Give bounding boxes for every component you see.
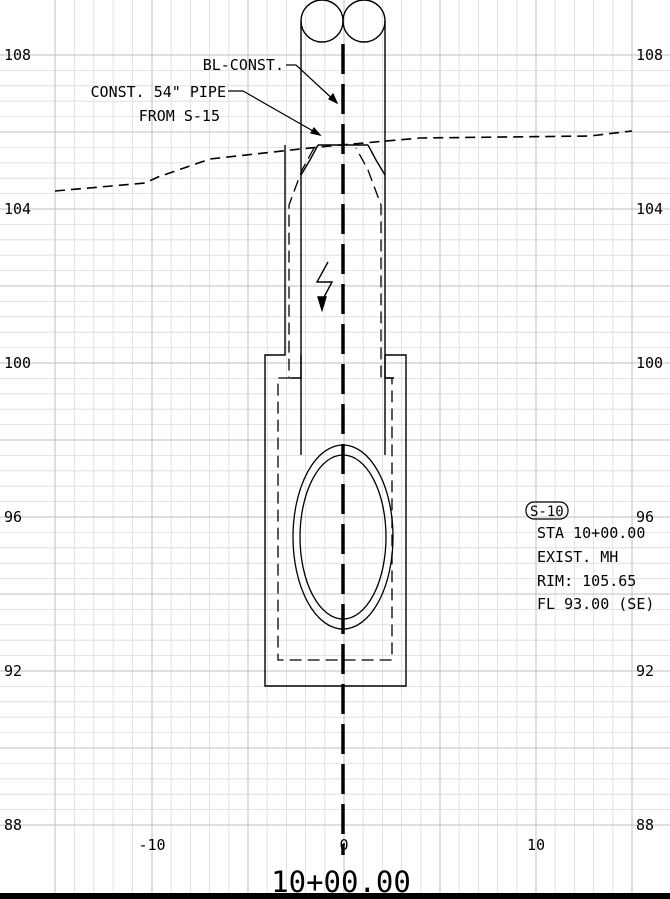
manhole-top-circle-left: [300, 0, 344, 43]
flow-direction-arrow-icon: [315, 261, 334, 313]
structure-station: STA 10+00.00: [537, 524, 645, 542]
manhole-base-outline: [264, 145, 407, 687]
baseline-callout: BL-CONST.: [203, 56, 284, 74]
structure-id-box: [525, 501, 569, 520]
x-axis-label: -10: [138, 836, 165, 854]
structure-rim: RIM: 105.65: [537, 572, 636, 590]
callout-leaders: [228, 64, 339, 136]
structure-flowline: FL 93.00 (SE): [537, 595, 654, 613]
y-axis-label-left: 88: [4, 816, 22, 834]
y-axis-label-right: 100: [636, 354, 663, 372]
y-axis-label-left: 108: [4, 46, 31, 64]
existing-ground-line: [54, 130, 633, 192]
structure-type: EXIST. MH: [537, 548, 618, 566]
pipe-callout-line1: CONST. 54" PIPE: [91, 83, 226, 101]
x-axis-label: 10: [527, 836, 545, 854]
y-axis-labels-left: 108 104 100 96 92 88: [4, 46, 31, 834]
manhole-cone-dashed: [277, 147, 393, 661]
y-axis-label-right: 92: [636, 662, 654, 680]
x-axis-label: 0: [339, 836, 348, 854]
sheet-bottom-border: [0, 893, 670, 899]
y-axis-label-left: 104: [4, 200, 31, 218]
y-axis-label-right: 108: [636, 46, 663, 64]
structure-info-block: S-10 STA 10+00.00 EXIST. MH RIM: 105.65 …: [525, 501, 654, 613]
y-axis-label-right: 96: [636, 508, 654, 526]
y-axis-label-left: 92: [4, 662, 22, 680]
manhole-top-circle-right: [342, 0, 386, 43]
y-axis-label-left: 96: [4, 508, 22, 526]
structure-id: S-10: [530, 504, 564, 520]
pipe-callout-line2: FROM S-15: [139, 107, 220, 125]
y-axis-label-left: 100: [4, 354, 31, 372]
x-axis-labels: -10 0 10: [138, 836, 545, 854]
y-axis-label-right: 104: [636, 200, 663, 218]
y-axis-label-right: 88: [636, 816, 654, 834]
y-axis-labels-right: 108 104 100 96 92 88: [636, 46, 663, 834]
